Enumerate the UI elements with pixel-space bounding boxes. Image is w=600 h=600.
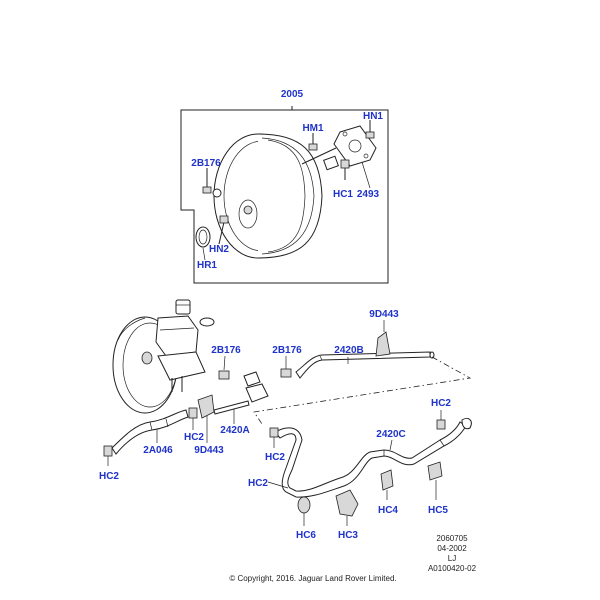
nut-2b176-left — [218, 370, 230, 380]
callout-2b176-left: 2B176 — [211, 345, 241, 356]
footer-initials: LJ — [448, 554, 456, 563]
sleeve-9d443-lower — [197, 394, 215, 419]
hose-2a046 — [111, 409, 189, 455]
callout-9d443-top: 9D443 — [369, 309, 399, 320]
clip-hc1 — [340, 159, 350, 180]
callout-2b176-mid: 2B176 — [272, 345, 302, 356]
callout-hn1: HN1 — [363, 111, 383, 122]
callout-hc6: HC6 — [296, 530, 316, 541]
clip-hc6 — [297, 496, 311, 526]
callout-hr1: HR1 — [197, 260, 217, 271]
pipe-2420a — [213, 371, 269, 415]
footer-copyright: © Copyright, 2016. Jaguar Land Rover Lim… — [229, 574, 396, 583]
callout-hc5: HC5 — [428, 505, 448, 516]
callout-hn2: HN2 — [209, 244, 229, 255]
leader-2b176-left — [223, 355, 226, 371]
washer-2b176 — [212, 188, 222, 198]
leader-2493 — [361, 161, 371, 189]
booster-assembly-group: 2005 HM1 HN1 2B176 HC1 2493 HN2 HR1 — [180, 89, 389, 284]
callout-2a046: 2A046 — [143, 445, 173, 456]
nut-hm1 — [308, 133, 318, 151]
callout-hc2-mid: HC2 — [265, 452, 285, 463]
pipe-2420b — [295, 351, 435, 379]
callout-hc2-a: HC2 — [184, 432, 204, 443]
clip-hc5 — [427, 461, 443, 500]
callout-2493: 2493 — [357, 189, 380, 200]
clip-hc2-left — [103, 445, 113, 466]
nut-hn1 — [365, 120, 375, 139]
nut-2b176-top — [202, 168, 212, 194]
footer-code: 2060705 — [436, 534, 468, 543]
callout-9d443-bottom: 9D443 — [194, 445, 224, 456]
callout-2420c: 2420C — [376, 429, 405, 440]
callout-2b176-top: 2B176 — [191, 158, 221, 169]
hose-2420c — [274, 417, 472, 498]
clip-hc2-a — [188, 407, 198, 430]
footer-block: 2060705 04-2002 LJ A0100420-02 © Copyrig… — [229, 534, 476, 583]
nut-2b176-mid — [280, 368, 292, 378]
clip-hc2-mid — [269, 427, 279, 448]
seal-ring-hr1 — [195, 226, 211, 248]
callout-hc4: HC4 — [378, 505, 398, 516]
callout-hc3: HC3 — [338, 530, 358, 541]
nut-hn2 — [218, 215, 229, 245]
callout-hc2-right: HC2 — [431, 398, 451, 409]
hose-assembly-group: 9D443 2B176 2B176 2420B HC2 HC2 2420A 24… — [99, 299, 472, 541]
footer-ref: A0100420-02 — [428, 564, 477, 573]
callout-2005: 2005 — [281, 89, 304, 100]
leader-hc2-low — [267, 481, 289, 489]
clip-hc4 — [380, 469, 394, 500]
callout-hc2-left: HC2 — [99, 471, 119, 482]
leader-2420c — [389, 439, 393, 451]
leader-hr1 — [202, 247, 206, 261]
clip-hc3 — [335, 489, 359, 526]
sleeve-9d443-upper — [375, 331, 391, 357]
group-bracket-frame — [180, 106, 389, 284]
clip-hc2-right — [436, 410, 446, 430]
routing-dashed-line — [253, 356, 472, 425]
booster-with-reservoir — [112, 299, 215, 414]
callout-hc1: HC1 — [333, 189, 353, 200]
callout-hm1: HM1 — [302, 123, 324, 134]
brake-booster — [213, 133, 339, 259]
callout-hc2-low: HC2 — [248, 478, 268, 489]
callout-2420b: 2420B — [334, 345, 363, 356]
mounting-gasket-plate — [333, 125, 377, 167]
callout-2420a: 2420A — [220, 425, 249, 436]
footer-date: 04-2002 — [437, 544, 467, 553]
